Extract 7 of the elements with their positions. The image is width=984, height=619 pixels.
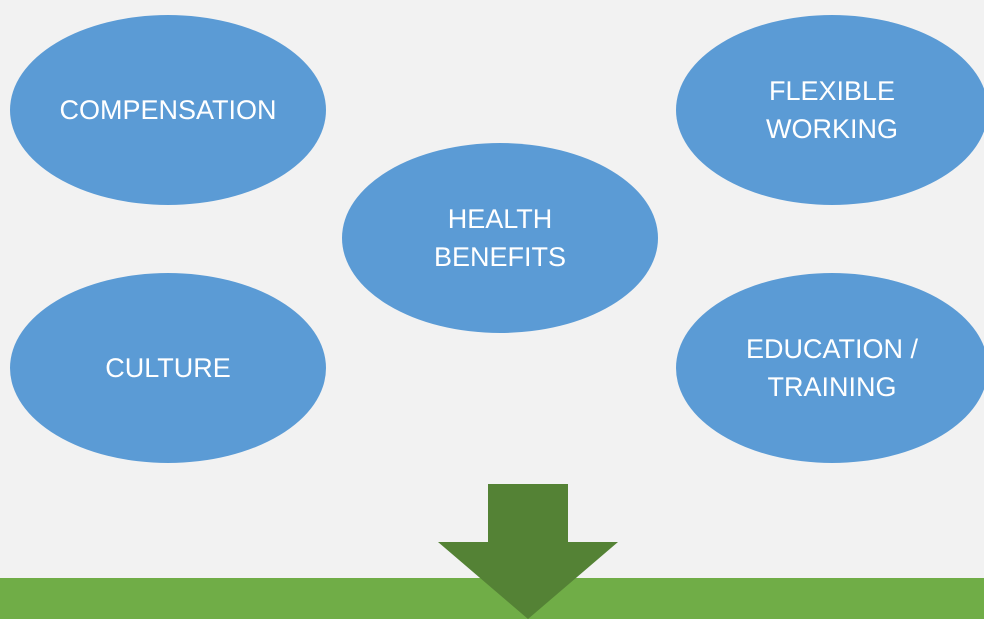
node-label: EDUCATION / TRAINING (744, 333, 919, 404)
node-label: HEALTH BENEFITS (432, 203, 568, 274)
node-label: FLEXIBLE WORKING (765, 75, 899, 146)
block-arrow (438, 484, 618, 619)
ground-bar (0, 578, 984, 619)
node-label: CULTURE (105, 352, 231, 385)
node-label: COMPENSATION (59, 94, 276, 127)
